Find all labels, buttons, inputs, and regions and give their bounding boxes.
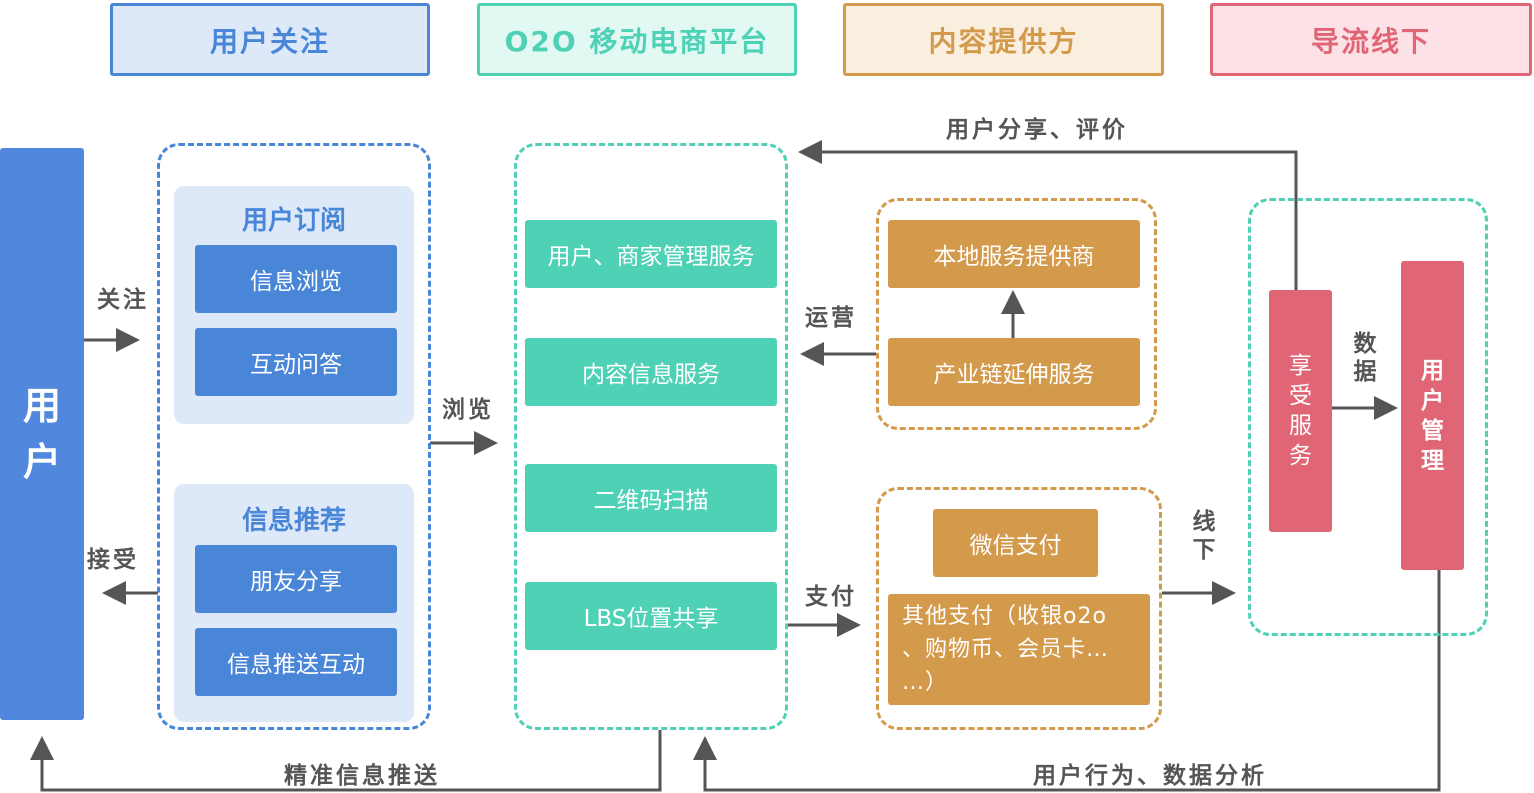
offline-char: 下 [1192, 537, 1216, 563]
enjoy-char: 服 [1289, 413, 1312, 439]
user-char: 户 [22, 440, 61, 484]
user-block: 用 户 [0, 148, 84, 720]
user-merchant-management-item[interactable]: 用户、商家管理服务 [525, 220, 777, 288]
header-o2o-platform: O2O 移动电商平台 [477, 3, 797, 76]
attention-group [157, 143, 431, 730]
industry-chain-service-item[interactable]: 产业链延伸服务 [888, 338, 1140, 406]
other-pay-line: 、购物币、会员卡… [902, 637, 1110, 662]
enjoy-char: 享 [1289, 353, 1312, 379]
data-char: 据 [1353, 359, 1377, 385]
content-info-service-item[interactable]: 内容信息服务 [525, 338, 777, 406]
enjoy-char: 务 [1289, 443, 1312, 469]
manage-char: 理 [1421, 447, 1444, 474]
info-browse-item[interactable]: 信息浏览 [195, 245, 397, 313]
arrow-share-review [798, 140, 1298, 290]
header-user-attention: 用户关注 [110, 3, 430, 76]
friend-share-item[interactable]: 朋友分享 [195, 545, 397, 613]
header-content-provider: 内容提供方 [843, 3, 1164, 76]
interactive-qa-item[interactable]: 互动问答 [195, 328, 397, 396]
enjoy-service-item[interactable]: 享 受 服 务 [1269, 290, 1332, 532]
pay-label: 支付 [805, 584, 857, 610]
arrow-behavior-analysis [693, 569, 1441, 792]
offline-group [1248, 198, 1488, 636]
manage-char: 管 [1421, 417, 1444, 444]
behavior-analysis-label: 用户行为、数据分析 [1033, 763, 1267, 789]
header-offline-traffic: 导流线下 [1210, 3, 1532, 76]
subscribe-title: 用户订阅 [241, 206, 346, 236]
user-char: 用 [22, 384, 61, 428]
operate-label: 运营 [805, 305, 857, 331]
lbs-location-share-item[interactable]: LBS位置共享 [525, 582, 777, 650]
browse-label: 浏览 [442, 397, 494, 423]
offline-char: 线 [1192, 509, 1216, 535]
other-pay-line: …） [902, 670, 949, 695]
manage-char: 户 [1421, 387, 1444, 414]
share-review-label: 用户分享、评价 [946, 117, 1128, 143]
payment-group [876, 487, 1162, 730]
data-label: 数 据 [1350, 330, 1380, 386]
provider-group [876, 198, 1157, 430]
local-service-provider-item[interactable]: 本地服务提供商 [888, 220, 1140, 288]
offline-label: 线 下 [1189, 508, 1219, 564]
other-pay-item[interactable]: 其他支付（收银o2o 、购物币、会员卡… …） [888, 594, 1150, 705]
precise-push-label: 精准信息推送 [284, 763, 440, 789]
qr-scan-item[interactable]: 二维码扫描 [525, 464, 777, 532]
arrow-precise-push [30, 730, 662, 792]
recommend-title: 信息推荐 [241, 506, 346, 536]
wechat-pay-item[interactable]: 微信支付 [933, 509, 1098, 577]
manage-char: 用 [1421, 357, 1444, 384]
follow-label: 关注 [97, 287, 149, 313]
push-interaction-item[interactable]: 信息推送互动 [195, 628, 397, 696]
other-pay-line: 其他支付（收银o2o [902, 604, 1107, 629]
enjoy-char: 受 [1289, 383, 1312, 409]
user-management-item[interactable]: 用 户 管 理 [1401, 261, 1464, 570]
data-char: 数 [1353, 331, 1377, 357]
platform-group [514, 143, 788, 730]
accept-label: 接受 [87, 547, 139, 573]
